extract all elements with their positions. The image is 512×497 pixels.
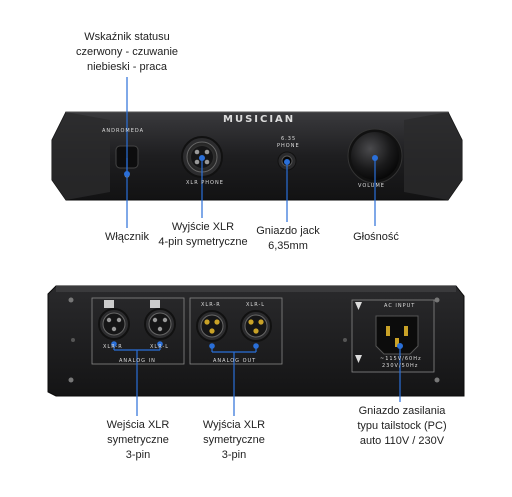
xlr-input-r[interactable] xyxy=(98,300,130,340)
callout-jack-output: Gniazdo jack 6,35mm xyxy=(256,225,320,252)
voltage-label-2: 230V/50Hz xyxy=(382,363,419,369)
callout-xlr-outputs: Wyjścia XLR symetryczne 3-pin xyxy=(202,419,266,461)
back-panel xyxy=(47,285,465,397)
xlr-phone-label: XLR PHONE xyxy=(186,180,224,186)
callout-power-switch: Włącznik xyxy=(104,231,149,243)
model-label: ANDROMEDA xyxy=(102,128,145,134)
analog-in-label: ANALOG IN xyxy=(119,358,156,364)
xlr-l-out-label: XLR-L xyxy=(246,302,266,308)
front-panel xyxy=(51,111,463,201)
xlr-r-in-label: XLR-R xyxy=(103,344,123,350)
xlr-input-l[interactable] xyxy=(144,300,176,340)
ac-input-label: AC INPUT xyxy=(384,303,416,309)
volume-label: VOLUME xyxy=(358,183,385,189)
xlr-output-l[interactable] xyxy=(240,310,272,342)
brand-logo: MUSICIAN xyxy=(223,114,296,125)
callout-xlr-inputs: Wejścia XLR symetryczne 3-pin xyxy=(106,419,170,461)
callout-xlr-output: Wyjście XLR 4-pin symetryczne xyxy=(158,221,248,248)
leader-lines xyxy=(111,77,404,416)
callout-volume: Głośność xyxy=(353,231,399,243)
jack-label-top: 6.35 xyxy=(281,136,297,142)
analog-out-label: ANALOG OUT xyxy=(213,358,257,364)
callout-power-socket: Gniazdo zasilania typu tailstock (PC) au… xyxy=(357,405,447,447)
power-socket[interactable] xyxy=(375,315,419,355)
xlr-l-in-label: XLR-L xyxy=(150,344,170,350)
callout-status-led: Wskaźnik statusu czerwony - czuwanie nie… xyxy=(75,31,179,73)
xlr-output-r[interactable] xyxy=(196,310,228,342)
voltage-label-1: ~115V/60Hz xyxy=(380,356,422,362)
xlr-r-out-label: XLR-R xyxy=(201,302,221,308)
jack-label-bottom: PHONE xyxy=(277,143,300,149)
